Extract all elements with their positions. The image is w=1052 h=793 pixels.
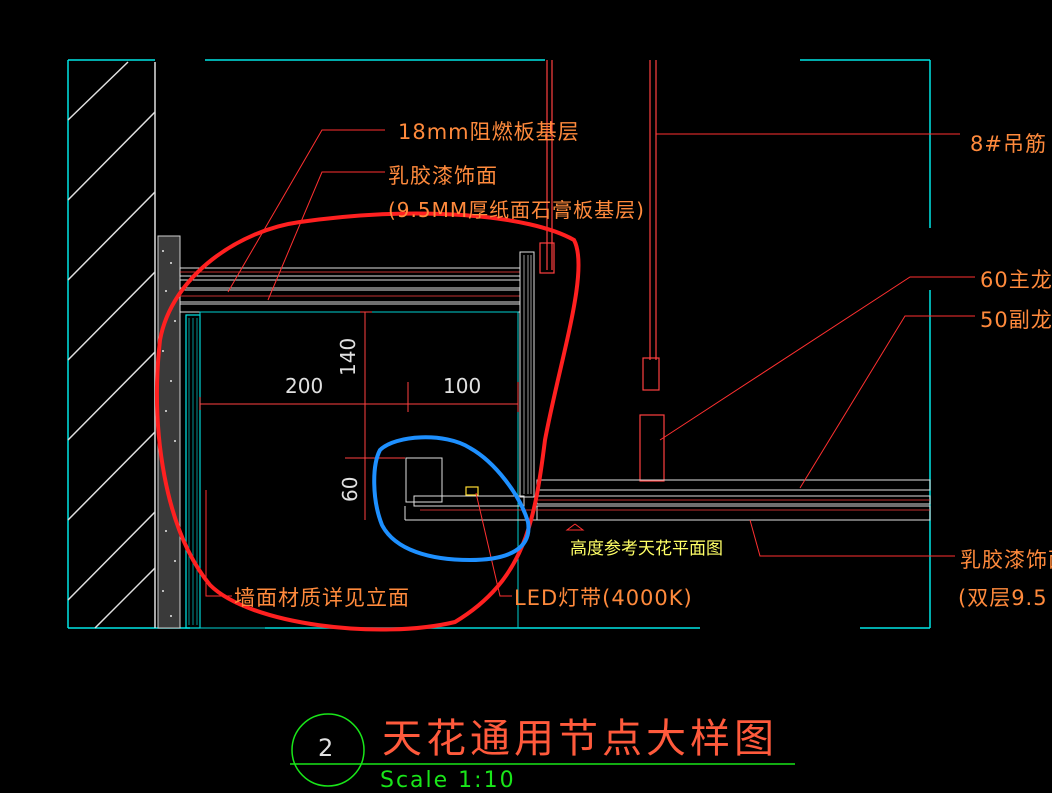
drawing-scale: Scale 1:10: [380, 768, 516, 793]
label-sub-keel: 50副龙: [980, 308, 1052, 332]
label-height-ref: 高度参考天花平面图: [570, 539, 723, 559]
main-ceiling-hatch: [420, 499, 930, 511]
dim-60: 60: [338, 476, 362, 502]
led-trough: [405, 457, 525, 507]
board-hatch: [180, 271, 520, 297]
label-board-base: 18mm阻燃板基层: [398, 120, 580, 144]
label-hanger-rod: 8#吊筋: [970, 132, 1047, 156]
label-double-layer: (双层9.5: [958, 586, 1048, 610]
dim-100: 100: [443, 374, 482, 398]
label-latex-finish-right: 乳胶漆饰面: [960, 548, 1052, 572]
label-main-keel: 60主龙: [980, 268, 1052, 292]
hanger-rods: [539, 60, 665, 482]
label-led-strip: LED灯带(4000K): [514, 586, 693, 610]
ceiling-board-layers: [179, 267, 521, 313]
vertical-board-hatch: [523, 255, 532, 494]
drawing-title: 天花通用节点大样图: [382, 716, 778, 762]
wall-hatch: [67, 61, 156, 629]
blue-highlight-circle: [372, 435, 531, 563]
label-wall-material: 墙面材质详见立面: [234, 586, 410, 610]
title-number: 2: [318, 734, 334, 762]
wall-finish-lines: [188, 318, 198, 625]
vertical-board: [519, 251, 535, 498]
dimension-lines: [199, 311, 519, 520]
drawing-frame: [67, 59, 931, 629]
label-gypsum-base: (9.5MM厚纸面石膏板基层): [388, 198, 645, 222]
led-light-icon: [465, 486, 479, 496]
dim-140: 140: [336, 337, 360, 376]
title-number-circle: [291, 713, 365, 787]
red-highlight-circle: [155, 211, 581, 632]
dim-200: 200: [285, 374, 324, 398]
label-latex-finish: 乳胶漆饰面: [388, 164, 498, 188]
